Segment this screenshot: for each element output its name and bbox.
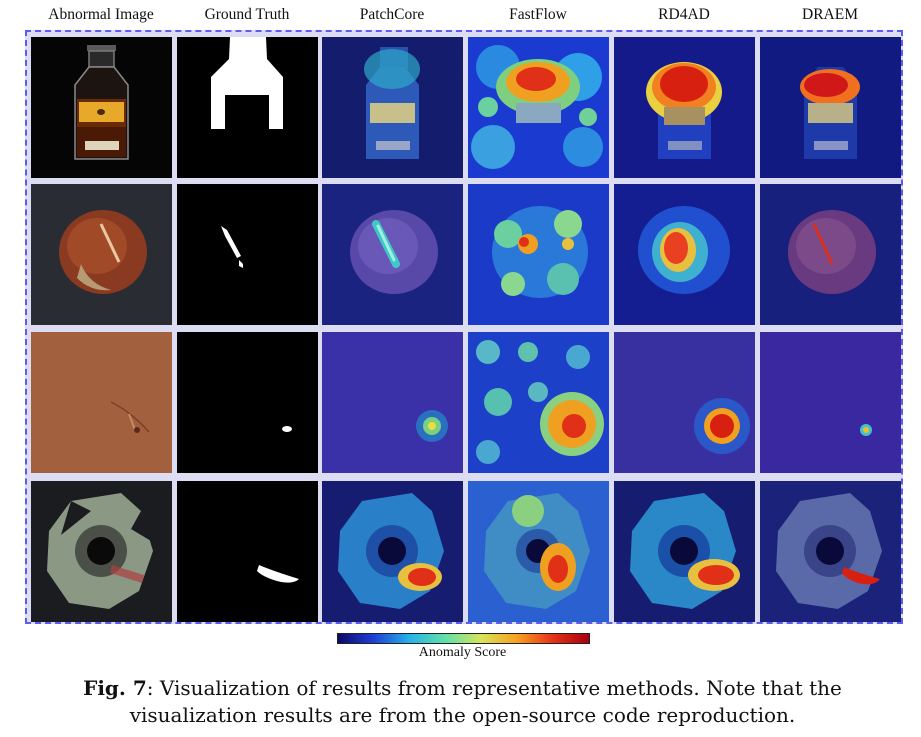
column-header-ground-truth: Ground Truth [204,6,290,23]
row2-ground-truth [177,184,318,325]
row2-fastflow [468,184,609,325]
figure-label: Fig. 7 [83,676,147,700]
column-header-draem: DRAEM [802,6,858,23]
row2-draem [760,184,901,325]
row4-abnormal-image [31,481,172,622]
row3-draem [760,332,901,473]
row3-patchcore [322,332,463,473]
row4-patchcore [322,481,463,622]
row1-ground-truth [177,37,318,178]
row1-abnormal-image [31,37,172,178]
colorbar-label: Anomaly Score [418,645,507,660]
row3-rd4ad [614,332,755,473]
column-header-rd4ad: RD4AD [658,6,710,23]
row2-rd4ad [614,184,755,325]
anomaly-colorbar [337,633,590,644]
row3-abnormal-image [31,332,172,473]
row2-abnormal-image [31,184,172,325]
figure-caption: Fig. 7: Visualization of results from re… [20,675,905,729]
row3-fastflow [468,332,609,473]
row1-fastflow [468,37,609,178]
column-header-abnormal-image: Abnormal Image [48,6,154,23]
row4-ground-truth [177,481,318,622]
column-header-fastflow: FastFlow [509,6,567,23]
row4-rd4ad [614,481,755,622]
row1-draem [760,37,901,178]
row4-fastflow [468,481,609,622]
row1-patchcore [322,37,463,178]
row4-draem [760,481,901,622]
row3-ground-truth [177,332,318,473]
caption-text: : Visualization of results from represen… [129,676,842,727]
column-header-patchcore: PatchCore [359,6,425,23]
row2-patchcore [322,184,463,325]
row1-rd4ad [614,37,755,178]
